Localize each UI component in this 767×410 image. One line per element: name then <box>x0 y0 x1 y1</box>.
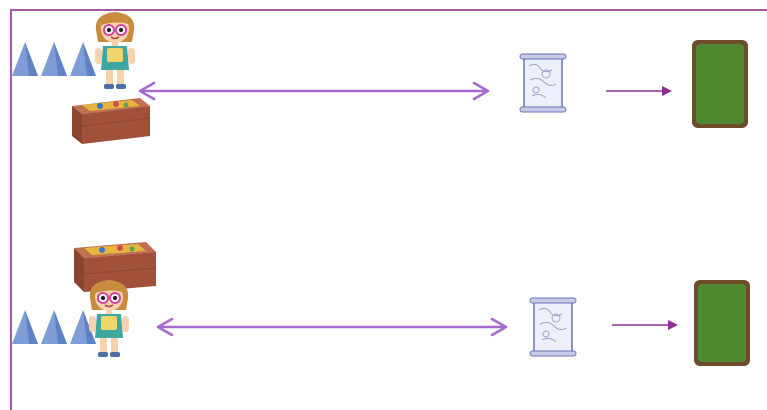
diagram-row-bottom <box>0 240 767 410</box>
map-scroll-icon <box>516 52 570 114</box>
arrow-icon <box>610 318 680 332</box>
cone-icon <box>12 42 38 76</box>
girl-icon <box>90 8 140 90</box>
cone-icon <box>41 310 67 344</box>
map-scroll-icon <box>526 296 580 358</box>
girl-icon <box>84 276 134 358</box>
frame-border-left <box>10 9 12 410</box>
cone-group <box>12 310 96 344</box>
chalkboard-icon <box>690 38 750 130</box>
diagram-row-top <box>0 0 767 200</box>
cone-icon <box>12 310 38 344</box>
arrow-icon <box>604 84 674 98</box>
toy-box-icon <box>70 96 152 146</box>
double-arrow-icon <box>156 316 508 338</box>
cone-icon <box>70 42 96 76</box>
frame-border-top <box>10 9 767 11</box>
cone-icon <box>41 42 67 76</box>
chalkboard-icon <box>692 278 752 368</box>
cone-group <box>12 42 96 76</box>
double-arrow-icon <box>138 80 490 102</box>
